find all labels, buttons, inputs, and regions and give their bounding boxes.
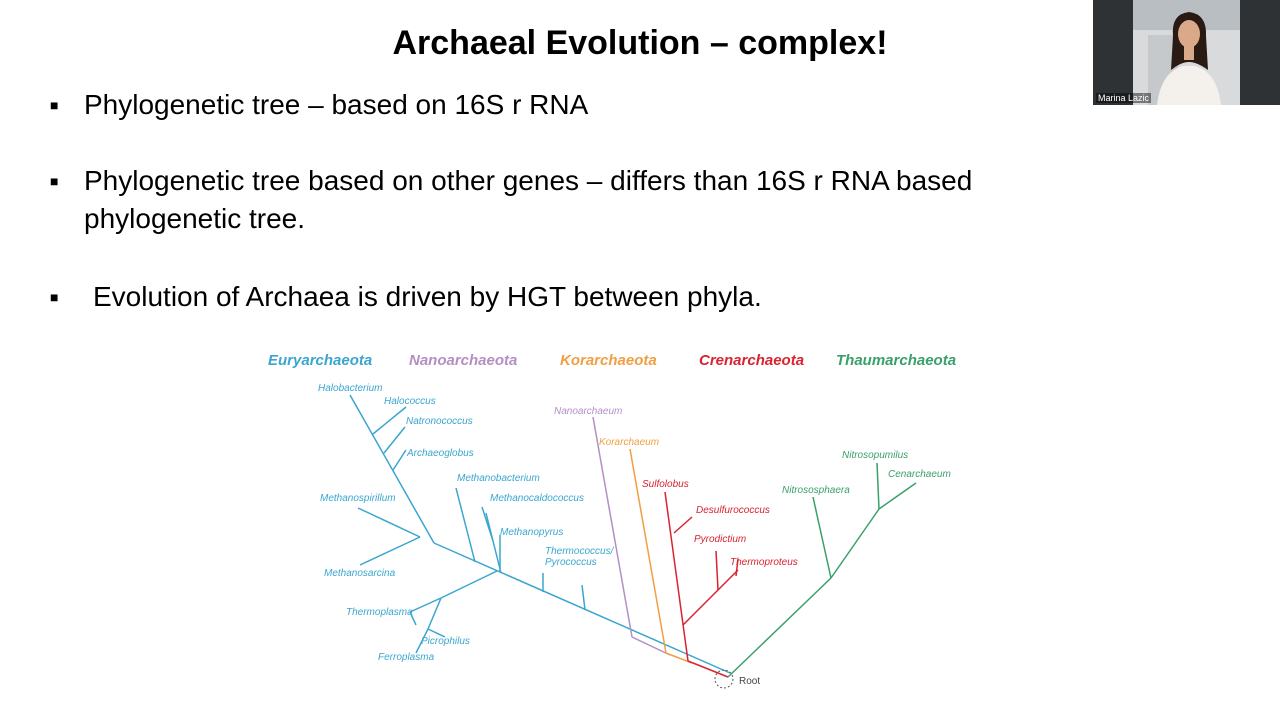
- phylum-label-korarchaeota: Korarchaeota: [560, 352, 657, 369]
- taxon-ferroplasma: Ferroplasma: [378, 652, 435, 663]
- bullet-item: ■ Evolution of Archaea is driven by HGT …: [50, 278, 1110, 316]
- bullet-item: ■ Phylogenetic tree – based on 16S r RNA: [50, 86, 1110, 124]
- participant-video-tile[interactable]: Marina Lazic: [1093, 0, 1280, 105]
- taxon-sulfolobus: Sulfolobus: [642, 479, 689, 490]
- slide-title: Archaeal Evolution – complex!: [392, 24, 888, 62]
- square-bullet-icon: ■: [50, 97, 59, 113]
- taxon-desulfurococcus: Desulfurococcus: [696, 505, 770, 516]
- phylogenetic-tree-diagram: Euryarchaeota Nanoarchaeota Korarchaeota…: [268, 352, 956, 689]
- taxon-halococcus: Halococcus: [384, 396, 436, 407]
- participant-video: [1093, 0, 1280, 105]
- taxon-nitrososphaera: Nitrososphaera: [782, 485, 850, 496]
- taxon-methanobacterium: Methanobacterium: [457, 473, 540, 484]
- bullet-text: Phylogenetic tree based on other genes –…: [84, 165, 973, 234]
- taxon-natronococcus: Natronococcus: [406, 416, 473, 427]
- taxon-methanospirillum: Methanospirillum: [320, 493, 396, 504]
- korarchaeota-branches: [629, 448, 693, 664]
- taxon-korarchaeum: Korarchaeum: [599, 437, 659, 448]
- thaumarchaeota-branches: [727, 462, 917, 678]
- nanoarchaeota-branches: [592, 416, 671, 656]
- taxon-methanopyrus: Methanopyrus: [500, 527, 563, 538]
- taxon-pyrococcus: Pyrococcus: [545, 557, 597, 568]
- phylum-label-crenarchaeota: Crenarchaeota: [699, 352, 804, 369]
- taxon-methanocaldococcus: Methanocaldococcus: [490, 493, 584, 504]
- taxon-cenarchaeum: Cenarchaeum: [888, 469, 951, 480]
- taxon-thermococcus: Thermococcus/: [545, 546, 615, 557]
- taxon-thermoplasma: Thermoplasma: [346, 607, 413, 618]
- participant-name: Marina Lazic: [1096, 93, 1152, 103]
- taxon-pyrodictium: Pyrodictium: [694, 534, 746, 545]
- phylum-label-thaumarchaeota: Thaumarchaeota: [836, 352, 956, 369]
- taxon-thermoproteus: Thermoproteus: [730, 557, 798, 568]
- root-marker: [714, 669, 734, 689]
- bullet-text: Phylogenetic tree – based on 16S r RNA: [84, 89, 589, 120]
- taxon-nitrosopumilus: Nitrosopumilus: [842, 450, 908, 461]
- square-bullet-icon: ■: [50, 173, 59, 189]
- crenarchaeota-branches: [664, 491, 739, 678]
- bullet-item: ■ Phylogenetic tree based on other genes…: [50, 162, 1110, 238]
- taxon-nanoarchaeum: Nanoarchaeum: [554, 406, 622, 417]
- bullet-text: Evolution of Archaea is driven by HGT be…: [93, 281, 762, 312]
- phylum-label-nanoarchaeota: Nanoarchaeota: [409, 352, 517, 369]
- phylum-label-euryarchaeota: Euryarchaeota: [268, 352, 372, 369]
- taxon-methanosarcina: Methanosarcina: [324, 568, 396, 579]
- euryarchaeota-branches: [349, 394, 731, 674]
- taxon-archaeoglobus: Archaeoglobus: [406, 448, 474, 459]
- taxon-picrophilus: Picrophilus: [421, 636, 470, 647]
- root-label: Root: [739, 676, 760, 687]
- taxon-halobacterium: Halobacterium: [318, 383, 382, 394]
- square-bullet-icon: ■: [50, 289, 59, 305]
